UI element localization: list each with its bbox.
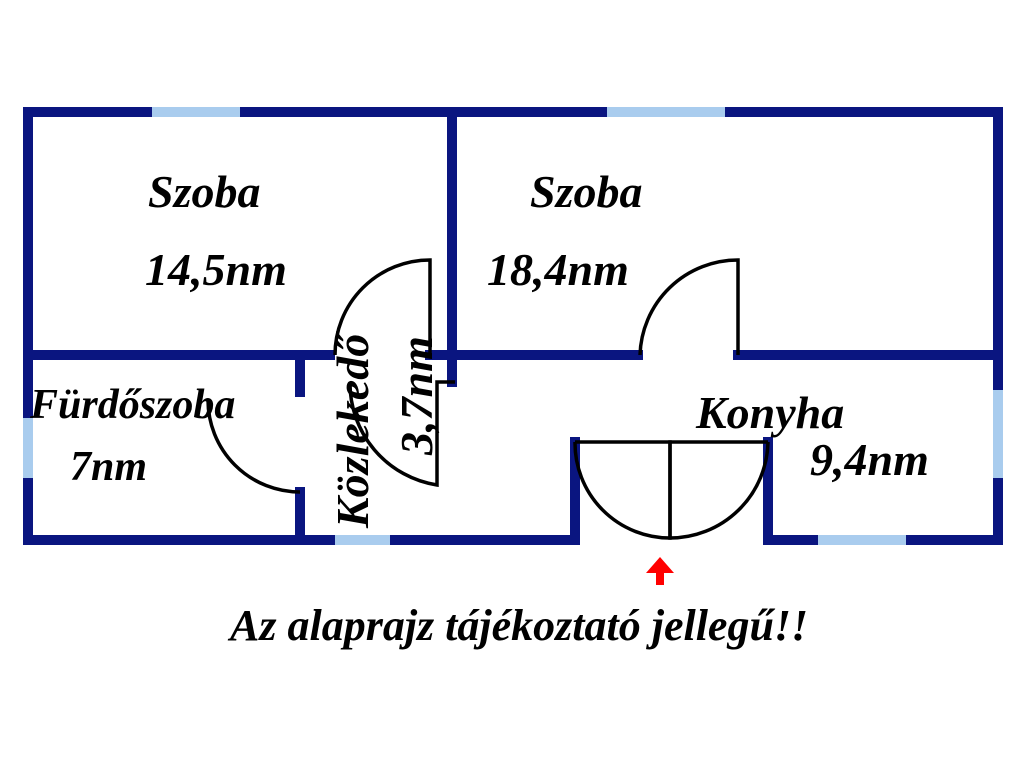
room2-name: Szoba	[530, 166, 642, 217]
hallway-area: 3,7nm	[391, 336, 442, 456]
room2-area: 18,4nm	[487, 244, 629, 295]
door-room2	[638, 258, 740, 356]
bathroom-name: Fürdőszoba	[29, 382, 235, 428]
bathroom-area: 7nm	[70, 444, 147, 490]
kitchen-area: 9,4nm	[810, 434, 929, 485]
arrow-up-icon	[646, 557, 674, 585]
room1-name: Szoba	[148, 166, 260, 217]
disclaimer-note: Az alaprajz tájékoztató jellegű!!	[227, 601, 808, 650]
walls	[23, 107, 1003, 545]
doors	[206, 258, 770, 540]
door-bathroom	[206, 399, 301, 494]
door-hallway	[348, 380, 455, 488]
kitchen-name: Konyha	[695, 387, 844, 438]
room1-area: 14,5nm	[145, 244, 287, 295]
windows	[23, 107, 1003, 545]
door-room1	[333, 258, 432, 356]
door-entrance-left	[573, 440, 672, 540]
hallway-name: Közlekedő	[327, 331, 378, 529]
door-entrance-right	[668, 440, 770, 540]
